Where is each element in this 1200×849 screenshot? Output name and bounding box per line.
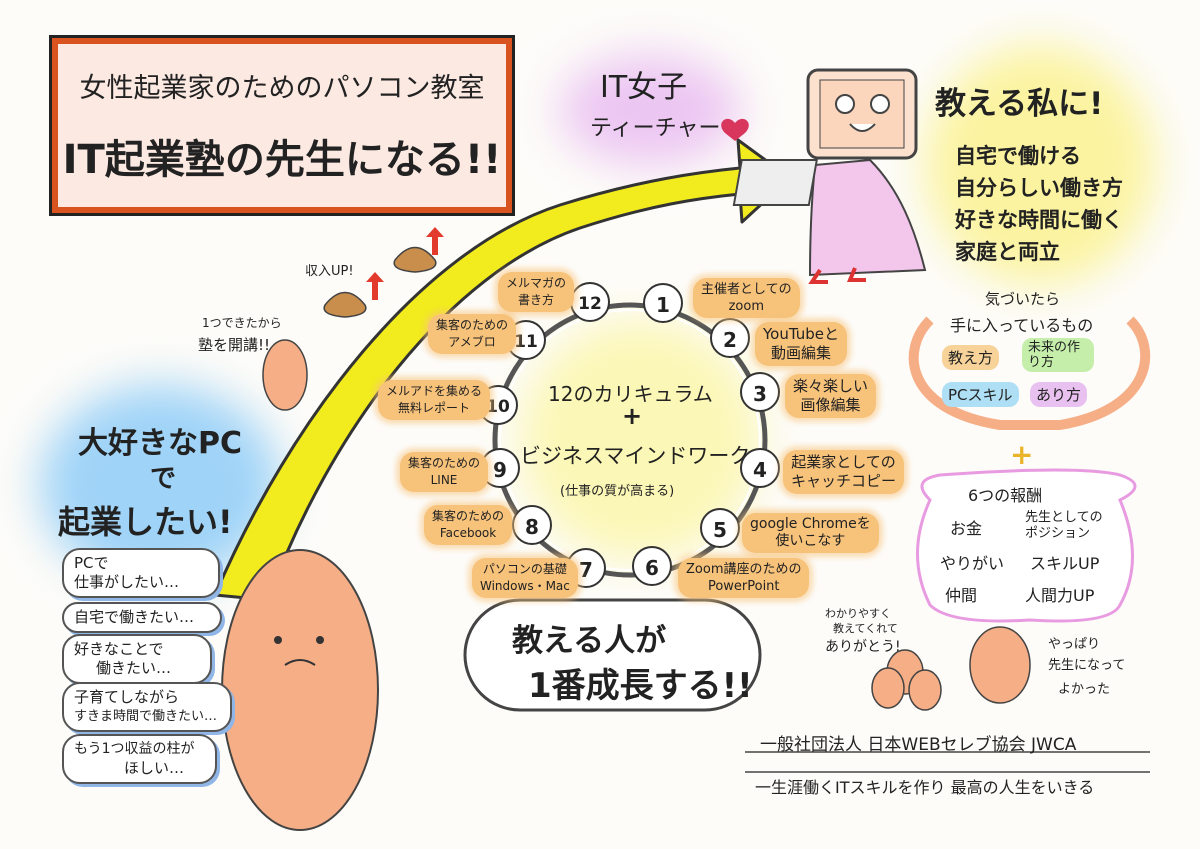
skill-pc: PCスキル [942,382,1019,407]
thought-1: PCで 仕事がしたい… [62,548,220,598]
thanks-l3: ありがとう! [825,639,901,655]
reward-position: 先生としてのポジション [1025,510,1103,541]
curriculum-center-plus: + [622,402,643,430]
curriculum-label-10: メルアドを集める無料レポート [378,380,491,420]
desire-line3: 起業したい! [58,503,233,541]
curriculum-num-6: 6 [632,546,672,586]
sad-person [221,549,379,831]
teacher-dress [808,158,927,277]
teach-item-2: 自分らしい働き方 [955,176,1123,200]
small-person [262,339,308,411]
reward-skill-up: スキルUP [1030,554,1100,573]
growth-line2: 1番成長する!! [528,666,753,706]
curriculum-label-11: 集客のためのアメブロ [428,314,517,354]
glad-l2: 先生になって [1048,658,1126,673]
skill-being: あり方 [1030,382,1088,407]
noticed-plus: + [1010,438,1034,471]
purple-glow [560,55,740,165]
curriculum-label-3: 楽々楽しい画像編集 [785,374,877,418]
reward-friends: 仲間 [945,586,978,605]
title-line1: 女性起業家のためのパソコン教室 [79,73,485,104]
footer-org: 一般社団法人 日本WEBセレブ協会 JWCA [760,735,1077,755]
heart-icon [721,118,749,141]
curriculum-num-3: 3 [740,372,780,412]
curriculum-num-1: 1 [643,283,683,323]
curriculum-label-2: YouTubeと動画編集 [755,322,847,366]
reward-money: お金 [950,519,983,538]
curriculum-num-5: 5 [700,508,740,548]
curriculum-label-12: メルマガの書き方 [498,272,575,312]
one-done-text: 1つできたから [202,316,282,330]
income-up-text: 収入UP! [305,264,354,279]
glad-l1: やっぱり [1048,637,1101,652]
rewards-cloud [916,468,1137,623]
glad-l3: よかった [1058,682,1111,697]
teach-item-1: 自宅で働ける [955,144,1081,168]
growth-line1: 教える人が [512,623,667,659]
thought-3: 好きなことで 働きたい… [62,634,212,684]
thanks-l1: わかりやすく [825,607,891,620]
curriculum-num-8: 8 [512,505,552,545]
curriculum-num-2: 2 [710,318,750,358]
title-box: 女性起業家のためのパソコン教室 IT起業塾の先生になる!! [49,35,515,216]
reward-worth: やりがい [940,554,1005,573]
reward-human-up: 人間力UP [1025,586,1095,605]
it-girl-line1: IT女子 [600,70,688,105]
yellow-glow [925,45,1155,285]
teach-item-3: 好きな時間に働く [955,208,1123,232]
noticed-line1: 気づいたら [985,290,1061,308]
curriculum-center-note: (仕事の質が高まる) [560,484,675,499]
money-bag-icon-2 [393,246,437,273]
it-girl-line2: ティーチャー [590,116,721,141]
desire-line2: で [150,464,177,494]
title-line2: IT起業塾の先生になる!! [62,137,502,183]
curriculum-num-4: 4 [740,448,780,488]
desire-line1: 大好きなPC [78,426,243,461]
noticed-line2: 手に入っているもの [950,316,1094,335]
rewards-heading: 6つの報酬 [968,486,1043,505]
growth-capsule [463,598,762,712]
curriculum-center-line1: 12のカリキュラム [548,382,713,406]
footer-tagline: 一生涯働くITスキルを作り 最高の人生をいきる [755,778,1095,797]
curriculum-num-12: 12 [570,282,610,322]
teach-item-4: 家庭と両立 [955,240,1060,264]
curriculum-num-11: 11 [506,320,546,360]
thanks-l2: 教えてくれて [833,622,898,635]
money-bag-icon [323,291,367,318]
curriculum-label-4: 起業家としてのキャッチコピー [783,450,905,494]
curriculum-center-line2: ビジネスマインドワーク [520,444,751,468]
skill-future: 未来の作り方 [1022,338,1094,372]
skill-teaching: 教え方 [942,345,1000,370]
teach-me-heading: 教える私に! [935,86,1104,122]
thought-5: もう1つ収益の柱が ほしい… [62,734,217,784]
thought-2: 自宅で働きたい… [62,602,222,633]
open-school-text: 塾を開講!! [198,336,271,354]
thought-4: 子育てしながら すきま時間で働きたい… [62,682,232,732]
curriculum-ring [492,302,768,578]
curriculum-label-5: google Chromeを使いこなす [742,513,879,553]
